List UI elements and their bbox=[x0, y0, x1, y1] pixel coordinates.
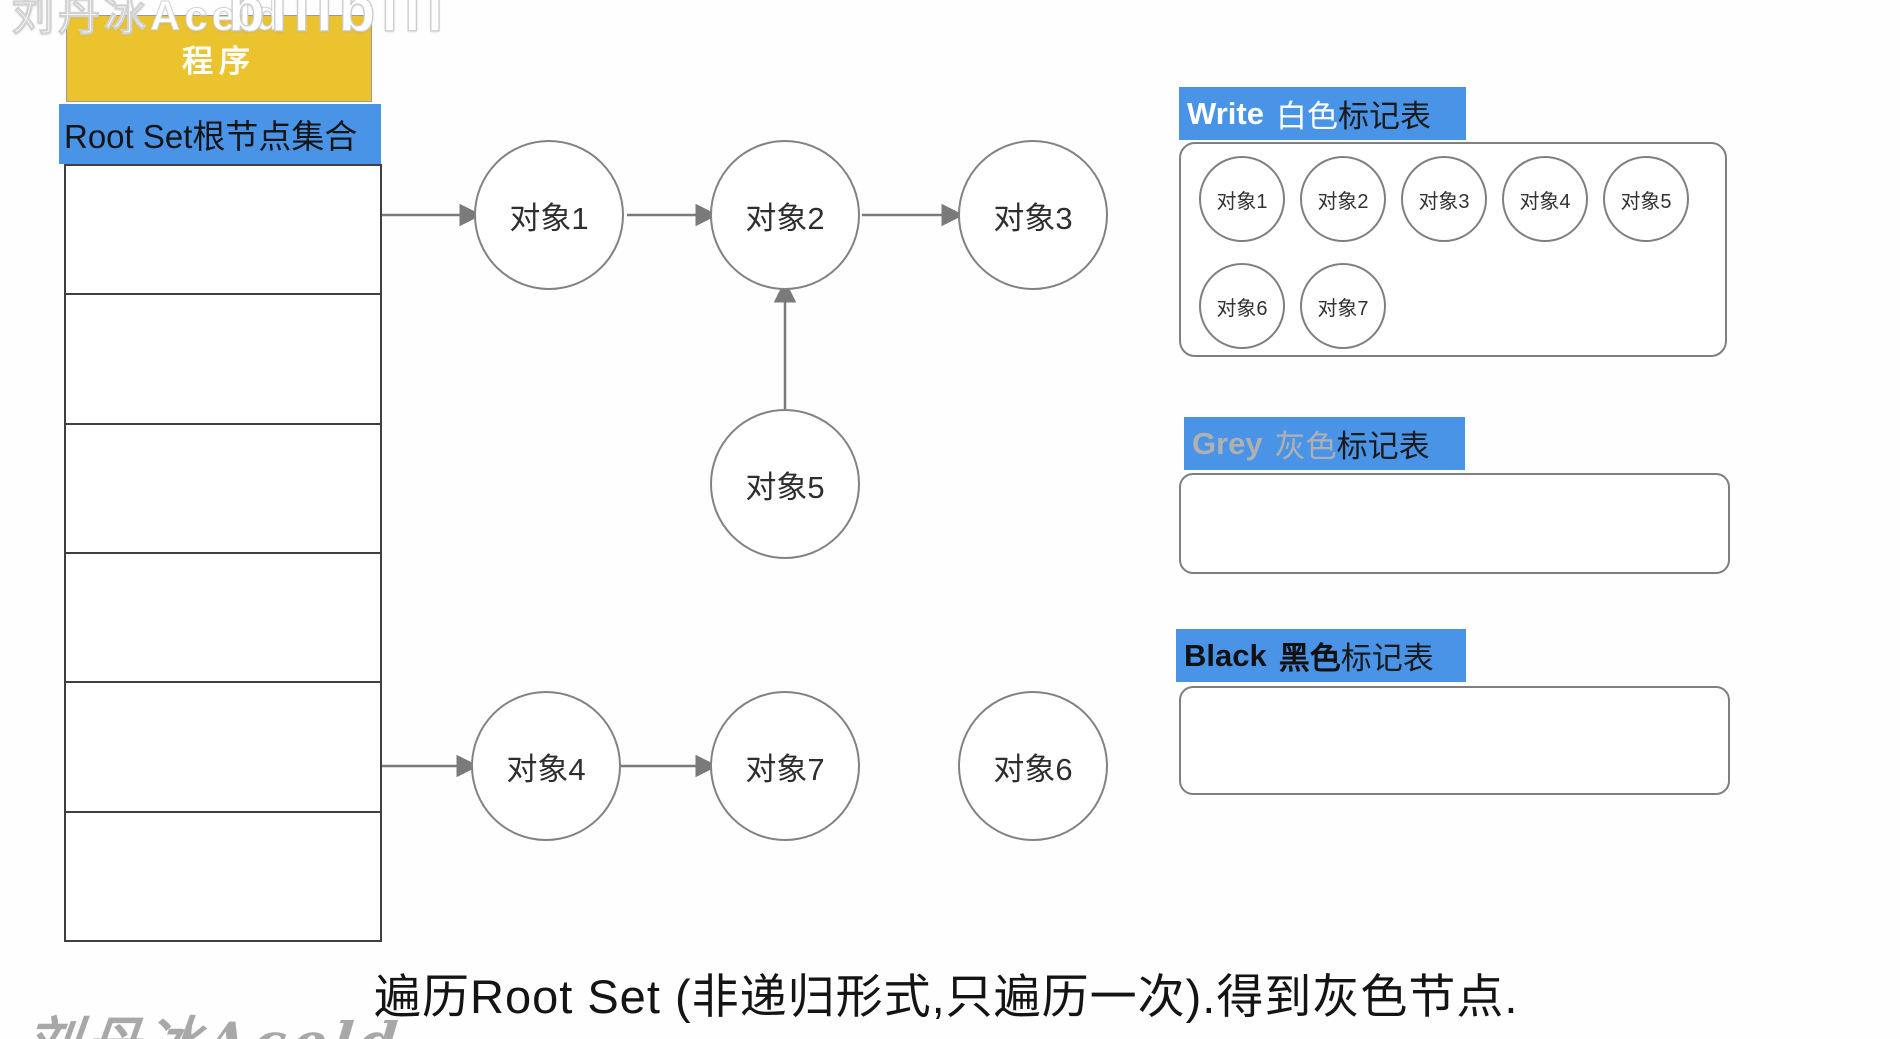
memory-table-root-row: Root Set根节点集合 bbox=[59, 104, 381, 164]
white-table-item: 对象5 bbox=[1603, 156, 1689, 242]
grey-table-panel bbox=[1179, 473, 1730, 574]
black-table-label: Black 黑色标记表 bbox=[1176, 629, 1466, 682]
graph-node-obj2: 对象2 bbox=[710, 140, 860, 290]
graph-node-obj1: 对象1 bbox=[474, 140, 624, 290]
grey-table-label-suffix: 标记表 bbox=[1336, 429, 1430, 464]
black-table-label-en: Black bbox=[1184, 637, 1267, 673]
watermark-bottom: 刘丹冰Aceld bbox=[22, 998, 408, 1039]
caption: 遍历Root Set (非递归形式,只遍历一次).得到灰色节点. bbox=[374, 970, 1519, 1023]
white-table-label-cn: 白色 bbox=[1275, 99, 1338, 134]
graph-node-obj6: 对象6 bbox=[958, 691, 1108, 841]
black-table-label-suffix: 标记表 bbox=[1340, 641, 1434, 676]
memory-table-empty-row bbox=[66, 683, 380, 813]
graph-node-obj5: 对象5 bbox=[710, 409, 860, 559]
white-table-item: 对象2 bbox=[1300, 156, 1386, 242]
memory-table-header: 程序 bbox=[66, 15, 372, 102]
black-table-label-cn: 黑色 bbox=[1278, 641, 1341, 676]
grey-table-label-cn: 灰色 bbox=[1274, 429, 1337, 464]
memory-table-empty-row bbox=[66, 425, 380, 554]
white-table-item: 对象1 bbox=[1199, 156, 1285, 242]
white-table-item: 对象6 bbox=[1199, 263, 1285, 349]
graph-node-obj7: 对象7 bbox=[710, 691, 860, 841]
graph-node-obj3: 对象3 bbox=[958, 140, 1108, 290]
graph-node-obj4: 对象4 bbox=[471, 691, 621, 841]
memory-table-empty-row bbox=[66, 295, 380, 425]
white-table-label: Write 白色标记表 bbox=[1179, 87, 1466, 140]
white-table-label-suffix: 标记表 bbox=[1337, 99, 1431, 134]
memory-table-empty-row bbox=[66, 554, 380, 684]
white-table-item: 对象4 bbox=[1502, 156, 1588, 242]
white-table-item: 对象3 bbox=[1401, 156, 1487, 242]
memory-table-body bbox=[64, 164, 382, 942]
memory-table-empty-row bbox=[66, 166, 380, 296]
black-table-panel bbox=[1179, 686, 1730, 795]
grey-table-label: Grey 灰色标记表 bbox=[1184, 417, 1465, 470]
grey-table-label-en: Grey bbox=[1192, 425, 1263, 461]
white-table-label-en: Write bbox=[1187, 95, 1264, 131]
white-table-item: 对象7 bbox=[1300, 263, 1386, 349]
